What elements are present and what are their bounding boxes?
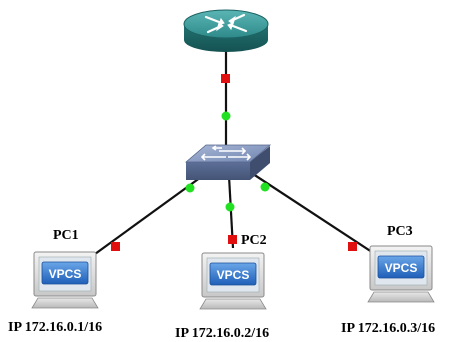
pc3-ip: IP 172.16.0.3/16 bbox=[341, 321, 436, 336]
router-top bbox=[183, 9, 269, 39]
pc2[interactable]: VPCS bbox=[199, 252, 267, 310]
pc-base bbox=[199, 298, 267, 310]
switch[interactable] bbox=[184, 144, 272, 180]
switch-right bbox=[250, 146, 270, 180]
router-icon bbox=[204, 13, 248, 34]
port-pc3-down[interactable] bbox=[348, 242, 357, 251]
pc1[interactable]: VPCS bbox=[31, 251, 99, 309]
pc3[interactable]: VPCS bbox=[367, 245, 435, 303]
port-switch-pc1-up[interactable] bbox=[185, 183, 195, 193]
vpcs-label: VPCS bbox=[49, 267, 82, 281]
switch-front bbox=[186, 162, 250, 180]
port-pc1-down[interactable] bbox=[111, 242, 120, 251]
pc-base bbox=[367, 291, 435, 303]
vpcs-label: VPCS bbox=[217, 268, 250, 282]
vpcs-badge bbox=[41, 261, 89, 285]
vpcs-badge bbox=[377, 255, 425, 279]
port-router-down[interactable] bbox=[221, 74, 230, 83]
port-switch-pc3-up[interactable] bbox=[260, 182, 270, 192]
pc-base bbox=[31, 297, 99, 309]
pc1-ip: IP 172.16.0.1/16 bbox=[8, 320, 103, 335]
port-pc2-down[interactable] bbox=[228, 235, 237, 244]
vpcs-badge bbox=[209, 262, 257, 286]
router[interactable] bbox=[183, 9, 269, 52]
pc2-name: PC2 bbox=[241, 233, 267, 248]
port-router-up[interactable] bbox=[221, 111, 231, 121]
pc3-name: PC3 bbox=[387, 224, 413, 239]
port-markers bbox=[111, 74, 357, 251]
pc1-name: PC1 bbox=[53, 228, 79, 243]
port-switch-pc2-up[interactable] bbox=[225, 202, 235, 212]
vpcs-label: VPCS bbox=[385, 261, 418, 275]
switch-icon bbox=[200, 145, 252, 161]
link-switch-pc3[interactable] bbox=[249, 171, 379, 257]
pc2-ip: IP 172.16.0.2/16 bbox=[175, 326, 270, 341]
